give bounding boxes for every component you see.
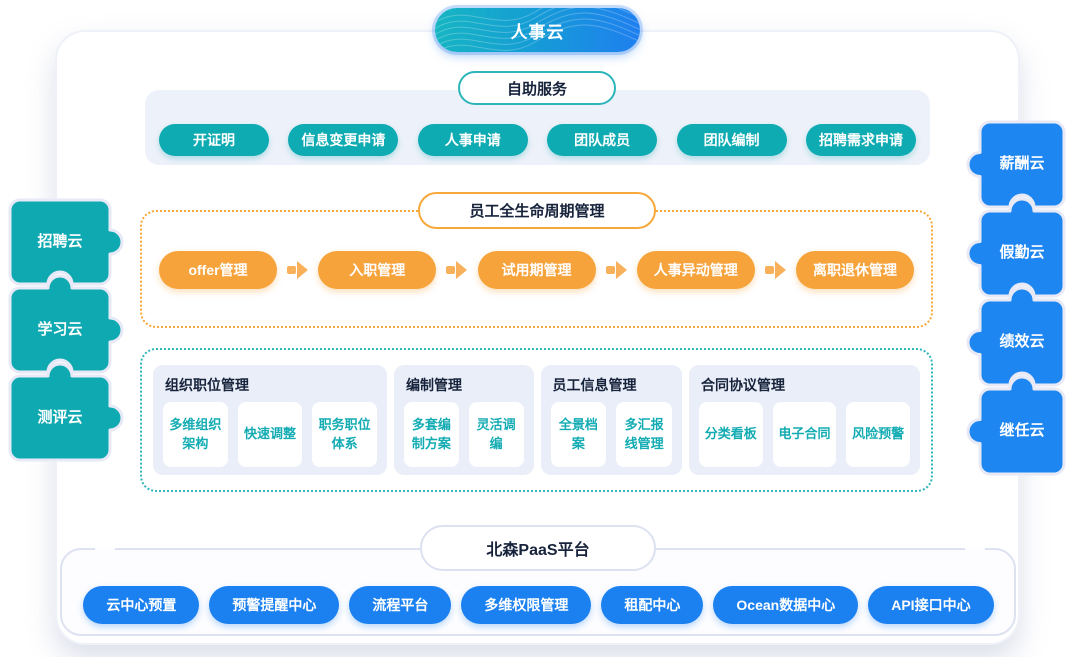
left-clouds-puzzle [8, 198, 124, 462]
arrow-right-icon [287, 261, 309, 279]
cloud-assessment[interactable]: 测评云 [37, 409, 83, 426]
self-service-item[interactable]: 人事申请 [417, 124, 528, 156]
self-service-title: 自助服务 [458, 71, 616, 105]
lifecycle-title: 员工全生命周期管理 [418, 192, 656, 229]
module-card-org-position: 组织职位管理 多维组织架构 快速调整 职务职位体系 [153, 365, 388, 475]
module-item[interactable]: 多汇报线管理 [616, 402, 672, 467]
paas-item[interactable]: 租配中心 [601, 586, 704, 624]
lifecycle-stage[interactable]: 试用期管理 [477, 251, 596, 289]
self-service-item[interactable]: 团队编制 [676, 124, 787, 156]
lifecycle-stage[interactable]: 离职退休管理 [796, 251, 914, 289]
module-card-establishment: 编制管理 多套编制方案 灵活调编 [394, 365, 534, 475]
module-item[interactable]: 风险预警 [846, 402, 911, 467]
self-service-item[interactable]: 招聘需求申请 [805, 124, 916, 156]
lifecycle-stage[interactable]: offer管理 [159, 251, 277, 289]
module-item[interactable]: 分类看板 [698, 402, 763, 467]
cloud-compensation[interactable]: 薪酬云 [999, 155, 1045, 172]
arrow-right-icon [605, 261, 627, 279]
module-card-contract: 合同协议管理 分类看板 电子合同 风险预警 [688, 365, 920, 475]
module-item[interactable]: 多维组织架构 [163, 402, 228, 467]
self-service-buttons: 开证明 信息变更申请 人事申请 团队成员 团队编制 招聘需求申请 [145, 124, 930, 156]
cloud-attendance[interactable]: 假勤云 [999, 244, 1045, 261]
cloud-recruiting[interactable]: 招聘云 [37, 233, 83, 250]
paas-item[interactable]: 多维权限管理 [461, 586, 592, 624]
paas-title: 北森PaaS平台 [420, 525, 656, 571]
arrow-right-icon [446, 261, 468, 279]
hr-cloud-badge: 人事云 [435, 8, 640, 52]
cloud-succession[interactable]: 继任云 [999, 422, 1045, 439]
module-title: 编制管理 [406, 377, 463, 393]
cloud-performance[interactable]: 绩效云 [999, 333, 1045, 350]
module-title: 合同协议管理 [700, 377, 785, 393]
paas-buttons: 云中心预置 预警提醒中心 流程平台 多维权限管理 租配中心 Ocean数据中心 … [60, 586, 1017, 624]
cloud-learning[interactable]: 学习云 [37, 321, 83, 338]
paas-item[interactable]: 流程平台 [349, 586, 452, 624]
modules-section: 组织职位管理 多维组织架构 快速调整 职务职位体系 编制管理 多套编制方案 灵活… [140, 348, 933, 492]
module-item[interactable]: 电子合同 [772, 402, 837, 467]
self-service-item[interactable]: 信息变更申请 [288, 124, 399, 156]
self-service-item[interactable]: 团队成员 [547, 124, 658, 156]
module-item[interactable]: 全景档案 [550, 402, 607, 467]
lifecycle-stages: offer管理 入职管理 试用期管理 人事异动管理 离职退休管理 [140, 251, 933, 289]
paas-item[interactable]: 云中心预置 [83, 586, 200, 624]
hr-cloud-badge-label: 人事云 [510, 22, 565, 42]
paas-item[interactable]: Ocean数据中心 [713, 586, 859, 624]
module-item[interactable]: 快速调整 [237, 402, 303, 467]
module-card-employee-info: 员工信息管理 全景档案 多汇报线管理 [540, 365, 682, 475]
module-item[interactable]: 多套编制方案 [404, 402, 459, 467]
module-item[interactable]: 灵活调编 [468, 402, 524, 467]
module-title: 组织职位管理 [165, 377, 249, 393]
lifecycle-stage[interactable]: 人事异动管理 [636, 251, 755, 289]
lifecycle-stage[interactable]: 入职管理 [318, 251, 437, 289]
self-service-item[interactable]: 开证明 [159, 124, 269, 156]
arrow-right-icon [764, 261, 786, 279]
right-clouds-puzzle [966, 120, 1066, 476]
paas-item[interactable]: 预警提醒中心 [209, 586, 340, 624]
module-item[interactable]: 职务职位体系 [312, 402, 378, 467]
paas-item[interactable]: API接口中心 [868, 586, 994, 624]
module-title: 员工信息管理 [552, 377, 637, 393]
wave-pattern-icon [435, 8, 640, 52]
